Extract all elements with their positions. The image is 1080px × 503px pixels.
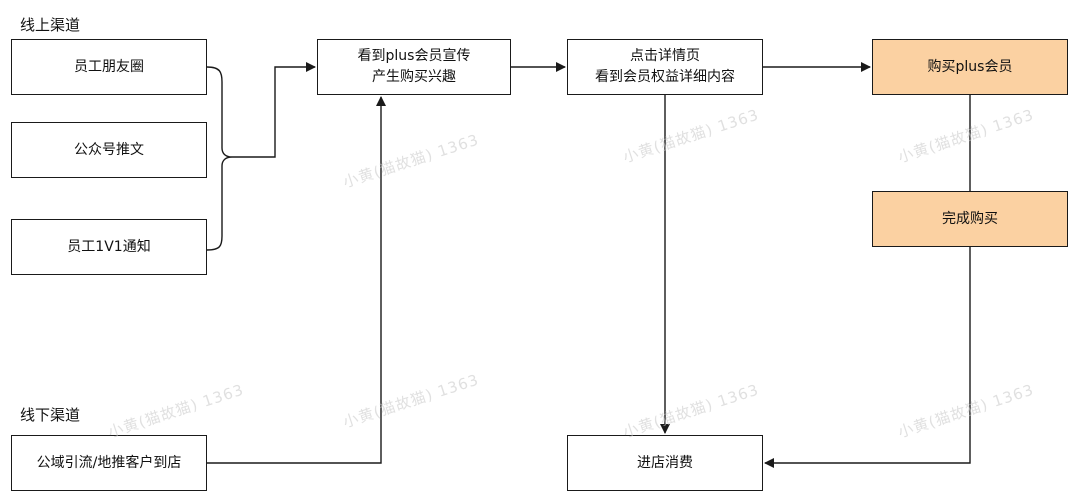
complete-to-visit-arrow	[764, 247, 971, 468]
purchase-label: 购买plus会员	[927, 58, 1013, 75]
online-channels-brace	[206, 66, 233, 251]
channel-box-article: 公众号推文	[11, 122, 207, 178]
offline-to-interest-arrow	[207, 96, 386, 464]
complete-label: 完成购买	[942, 210, 998, 227]
visit-step-box: 进店消费	[567, 435, 763, 491]
details-step-box: 点击详情页 看到会员权益详细内容	[567, 39, 763, 95]
visit-label: 进店消费	[637, 454, 693, 471]
offline-section-label: 线下渠道	[20, 406, 81, 424]
details-line2: 看到会员权益详细内容	[595, 69, 735, 85]
channel-label: 员工朋友圈	[74, 58, 144, 75]
online-section-label: 线上渠道	[20, 16, 81, 34]
channel-box-moments: 员工朋友圈	[11, 39, 207, 95]
channel-label: 公众号推文	[74, 141, 144, 158]
channel-box-1v1: 员工1V1通知	[11, 219, 207, 275]
details-line1: 点击详情页	[630, 48, 700, 64]
complete-step-box: 完成购买	[872, 191, 1068, 247]
offline-channel-label: 公域引流/地推客户到店	[36, 454, 182, 471]
offline-channel-box: 公域引流/地推客户到店	[11, 435, 207, 491]
interest-step-box: 看到plus会员宣传 产生购买兴趣	[317, 39, 511, 95]
brace-to-interest-arrow	[232, 62, 316, 158]
interest-line1: 看到plus会员宣传	[357, 48, 471, 64]
channel-label: 员工1V1通知	[67, 238, 151, 255]
interest-line2: 产生购买兴趣	[372, 69, 456, 85]
purchase-step-box: 购买plus会员	[872, 39, 1068, 95]
